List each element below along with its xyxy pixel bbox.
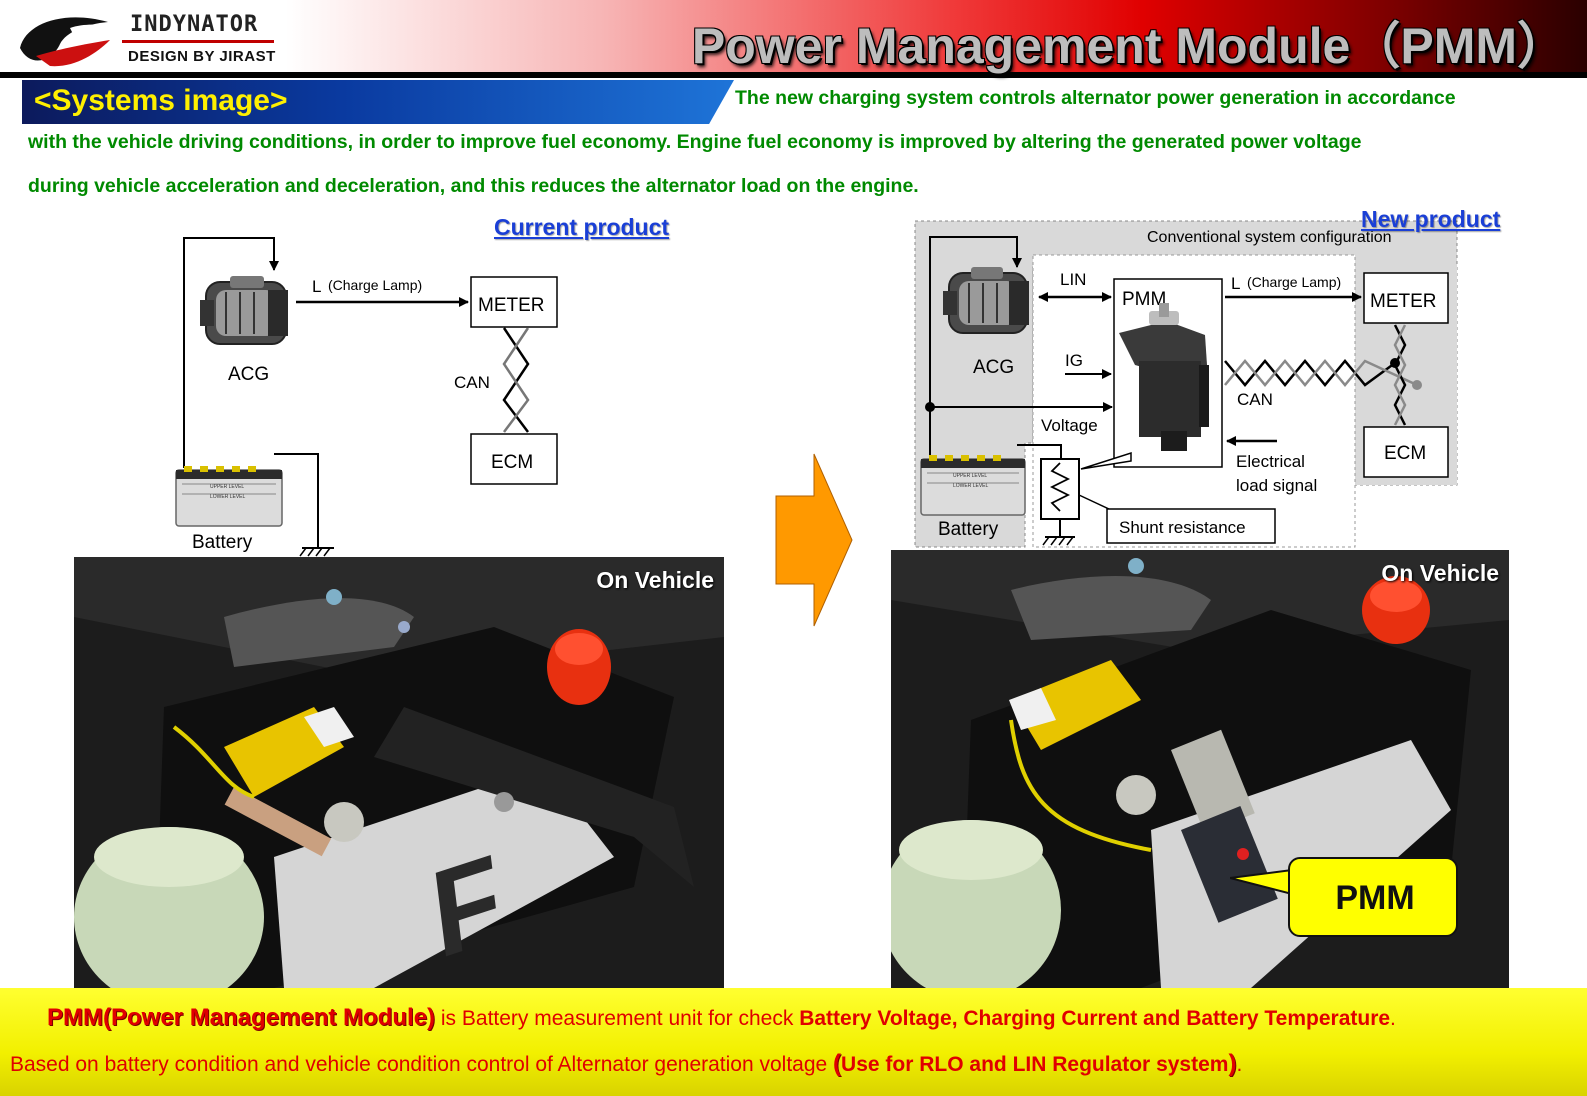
shunt-wire: [1017, 444, 1062, 459]
footer-pmm-abbr: PMM: [47, 1004, 103, 1031]
battery-label: Battery: [192, 532, 253, 553]
footer-line-2-paren-close: ): [1228, 1050, 1237, 1077]
electrical-load-label-1: Electrical: [1236, 452, 1305, 471]
photo-current-vehicle: F On Vehicle: [74, 557, 724, 988]
pmm-device-icon: [1119, 303, 1209, 451]
meter-label: METER: [1370, 291, 1437, 312]
footer-line-1-bold: Battery Voltage, Charging Current and Ba…: [799, 1007, 1391, 1030]
intro-line-1: The new charging system controls alterna…: [735, 87, 1456, 109]
voltage-label: Voltage: [1041, 416, 1098, 435]
line-l-label: L: [1231, 274, 1240, 293]
ecm-box: [470, 433, 558, 485]
acg-label: ACG: [973, 357, 1014, 378]
footer-line-1-mid: is Battery measurement unit for check: [435, 1007, 800, 1030]
footer-line-1: PMM(Power Management Module) is Battery …: [47, 1004, 1396, 1032]
ground-wire: [274, 453, 319, 548]
charge-lamp-label: (Charge Lamp): [328, 277, 422, 293]
footer-line-2-end: .: [1236, 1053, 1243, 1076]
ig-label: IG: [1065, 351, 1083, 370]
battery-lower-label: LOWER LEVEL: [210, 494, 246, 500]
charge-lamp-label: (Charge Lamp): [1247, 274, 1341, 290]
new-product-label: New product: [1361, 206, 1501, 232]
can-label: CAN: [1237, 390, 1273, 409]
photo-caption: On Vehicle: [1381, 560, 1499, 586]
battery-icon: [175, 466, 283, 527]
lin-label: LIN: [1060, 270, 1086, 289]
new-product-diagram: Conventional system configuration ACG LI…: [914, 220, 1458, 548]
transition-arrow-icon: [775, 453, 853, 627]
battery-upper-label: UPPER LEVEL: [953, 473, 987, 479]
current-product-diagram: ACG L (Charge Lamp) METER CAN ECM UPPER …: [175, 237, 558, 557]
ground-icon: [1042, 536, 1075, 546]
footer-line-2-start: Based on battery condition and vehicle c…: [10, 1053, 834, 1076]
section-label: <Systems image>: [34, 84, 288, 117]
footer-pmm-full: Power Management Module: [111, 1004, 428, 1031]
can-bus-twisted-pair: [1224, 324, 1422, 426]
battery-label: Battery: [938, 519, 999, 540]
footer-line-2-paren-open: (: [833, 1050, 842, 1077]
battery-lower-label: LOWER LEVEL: [953, 483, 989, 489]
section-banner: [22, 80, 734, 124]
battery-icon: [920, 455, 1026, 516]
ecm-label: ECM: [491, 452, 533, 473]
ground-icon: [299, 547, 334, 557]
meter-box: [1363, 272, 1449, 324]
shunt-label-box: [1106, 508, 1276, 544]
conventional-label: Conventional system configuration: [1147, 229, 1392, 246]
photo-new-vehicle: On Vehicle: [891, 550, 1509, 988]
line-l-label: L: [312, 277, 321, 296]
pmm-callout: PMM: [1288, 857, 1458, 937]
page-title: Power Management Module（PMM）: [691, 18, 1567, 74]
footer-line-2: Based on battery condition and vehicle c…: [10, 1050, 1242, 1078]
meter-label: METER: [478, 295, 545, 316]
can-bus-twisted-pair: [502, 327, 530, 433]
pmm-callout-text: PMM: [1335, 879, 1415, 917]
footer-paren-close: ): [427, 1004, 436, 1031]
logo-swoosh-icon: [20, 17, 110, 67]
ecm-label: ECM: [1384, 443, 1426, 464]
header-bar: [0, 0, 1587, 76]
battery-acg-wire: [183, 237, 279, 468]
engine-bay-photo-icon: F: [74, 557, 724, 988]
can-label: CAN: [454, 373, 490, 392]
photo-caption: On Vehicle: [596, 567, 714, 593]
logo-subtitle: DESIGN BY JIRAST: [128, 48, 276, 65]
callout-pointer: [1230, 868, 1293, 896]
ecm-box: [1363, 426, 1449, 478]
electrical-load-label-2: load signal: [1236, 476, 1317, 495]
pmm-label: PMM: [1122, 289, 1166, 310]
acg-label: ACG: [228, 364, 269, 385]
intro-line-2: with the vehicle driving conditions, in …: [28, 131, 1362, 153]
alternator-icon: [943, 267, 1029, 334]
header-divider: [0, 72, 1587, 78]
footer-line-2-bold: Use for RLO and LIN Regulator system: [841, 1053, 1229, 1076]
logo-name: INDYNATOR: [130, 12, 259, 37]
battery-acg-wire: [929, 236, 1022, 457]
shunt-label: Shunt resistance: [1119, 518, 1246, 537]
logo-rule: [122, 40, 274, 43]
footer-summary-bar: [0, 988, 1587, 1096]
battery-upper-label: UPPER LEVEL: [210, 484, 244, 490]
engine-bay-photo-icon: [891, 550, 1509, 988]
meter-box: [470, 276, 558, 328]
alternator-icon: [200, 276, 288, 345]
footer-paren-open: (: [103, 1004, 111, 1031]
footer-line-1-end: .: [1390, 1007, 1396, 1030]
intro-line-3: during vehicle acceleration and decelera…: [28, 175, 919, 197]
current-product-label: Current product: [494, 214, 670, 240]
